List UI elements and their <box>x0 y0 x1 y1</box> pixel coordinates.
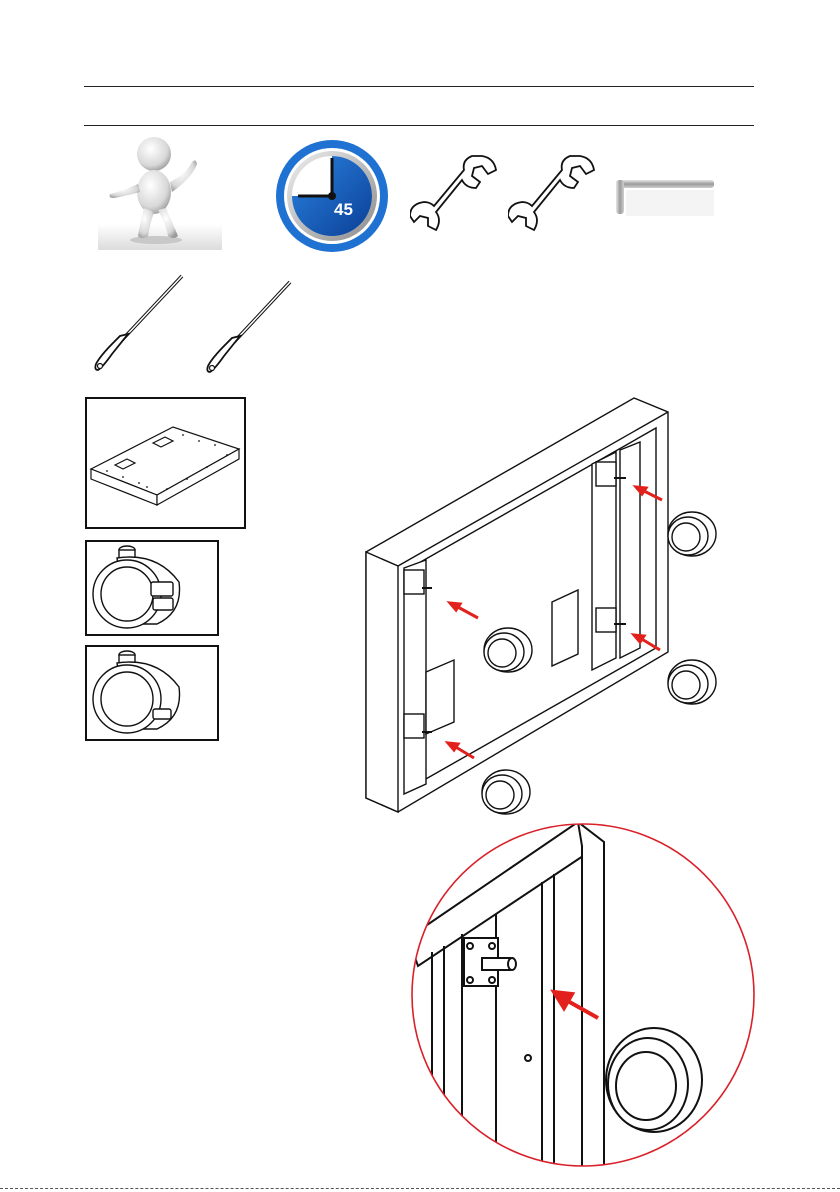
timer-minutes: 45 <box>334 200 353 220</box>
open-end-wrench-icon <box>410 150 500 240</box>
detail-magnified-view <box>408 822 758 1168</box>
timer-icon: 45 <box>274 138 392 254</box>
caster-icon <box>87 647 217 739</box>
header-rule-bottom <box>84 125 754 126</box>
locking-caster-icon <box>87 542 217 634</box>
assembler-figure-icon <box>98 132 222 250</box>
header-rule-top <box>84 86 754 87</box>
hex-key-icon <box>612 168 718 224</box>
open-end-wrench-icon <box>508 150 598 240</box>
base-panel-icon <box>87 399 244 527</box>
base-panel-part <box>85 397 246 529</box>
page-bottom-edge <box>0 1188 840 1189</box>
locking-caster-part <box>85 540 219 636</box>
flat-screwdriver-icon <box>92 272 188 376</box>
cabinet-assembly-diagram <box>330 392 750 822</box>
caster-part <box>85 645 219 741</box>
phillips-screwdriver-icon <box>204 278 296 378</box>
